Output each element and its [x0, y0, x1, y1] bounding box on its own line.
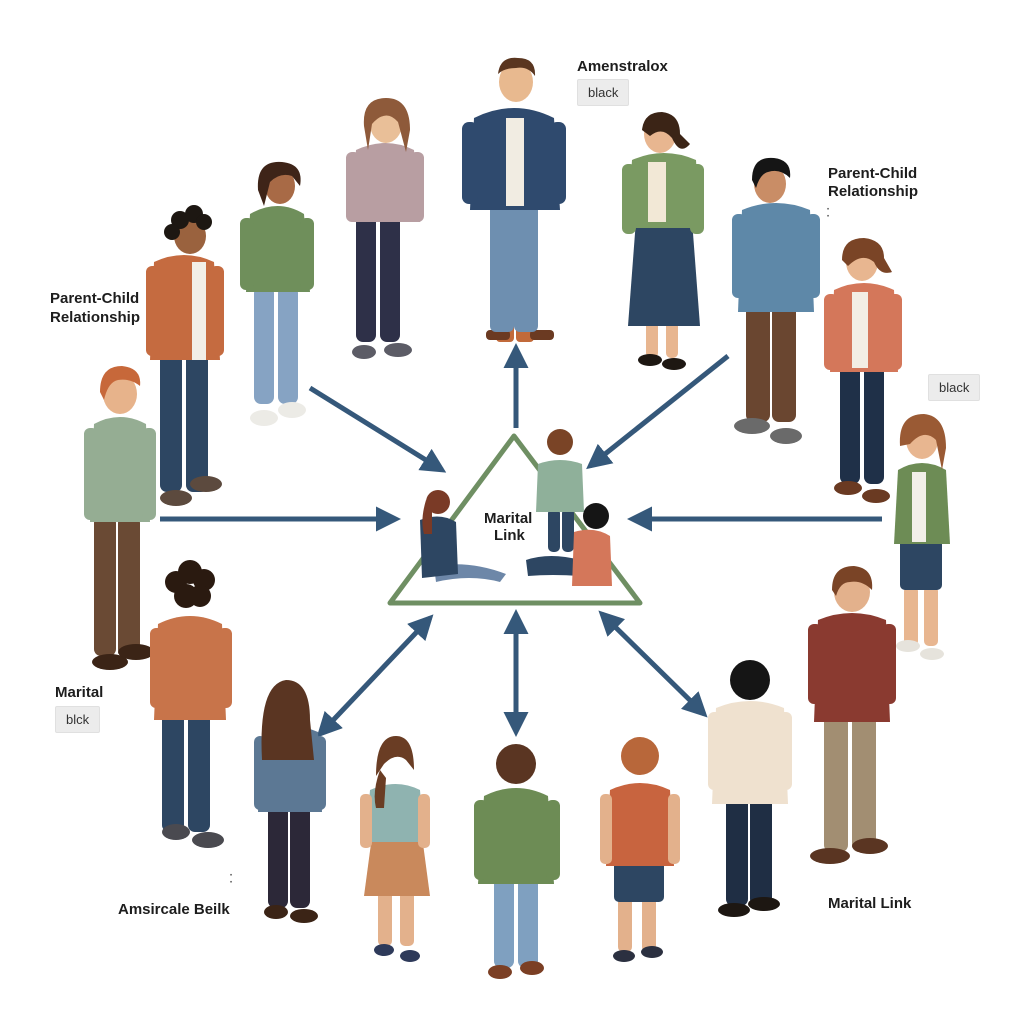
person-top-left-1 [240, 161, 314, 426]
ellipsis-marker-bottom-left: ·· [229, 868, 233, 889]
person-left-upper [146, 205, 224, 506]
parent-child-left-label-line1: Parent-Child [50, 290, 140, 307]
person-right-upper [824, 238, 902, 503]
top-right-chip: black [577, 79, 630, 106]
ellipsis-marker-top-right: ·· [826, 202, 830, 223]
parent-child-left-label-line2: Relationship [50, 309, 141, 326]
center-label-line1: Marital [484, 510, 533, 527]
arrow-group [160, 343, 882, 738]
person-top-left-2 [346, 98, 424, 359]
person-bottom-right-1 [708, 660, 792, 917]
central-triangle [387, 433, 643, 606]
parent-child-right-label-line2: Relationship [828, 183, 919, 200]
person-right-lower [894, 414, 950, 660]
arrow-upper-right [586, 354, 730, 470]
bottom-left-name-label: Amsircale Beilk [118, 901, 230, 918]
child-sitting-left [420, 490, 506, 582]
arrow-lower-left [316, 614, 434, 738]
right-chip: black [928, 374, 981, 401]
person-top-right-1 [622, 112, 704, 370]
arrow-lower-right [598, 610, 708, 718]
marital-left-chip: blck [55, 706, 101, 733]
child-sitting-right [526, 503, 612, 586]
person-top-center [462, 57, 566, 342]
person-top-right-2 [732, 157, 820, 444]
person-bottom-left-1 [150, 560, 232, 848]
person-bottom-right-2 [808, 566, 896, 864]
center-label-line2: Link [494, 527, 525, 544]
top-right-name-label: Amenstralox [577, 58, 668, 75]
person-bottom-center [474, 744, 560, 979]
parent-child-right-label-line1: Parent-Child [828, 165, 918, 182]
marital-left-label: Marital [55, 684, 104, 701]
person-left-middle [84, 366, 156, 670]
person-bottom-girl [360, 736, 430, 962]
arrow-upper-left [308, 385, 447, 473]
child-standing [536, 429, 584, 552]
person-bottom-right-boy [600, 737, 680, 962]
person-bottom-left-2 [254, 680, 326, 923]
bottom-right-name-label: Marital Link [828, 895, 912, 912]
